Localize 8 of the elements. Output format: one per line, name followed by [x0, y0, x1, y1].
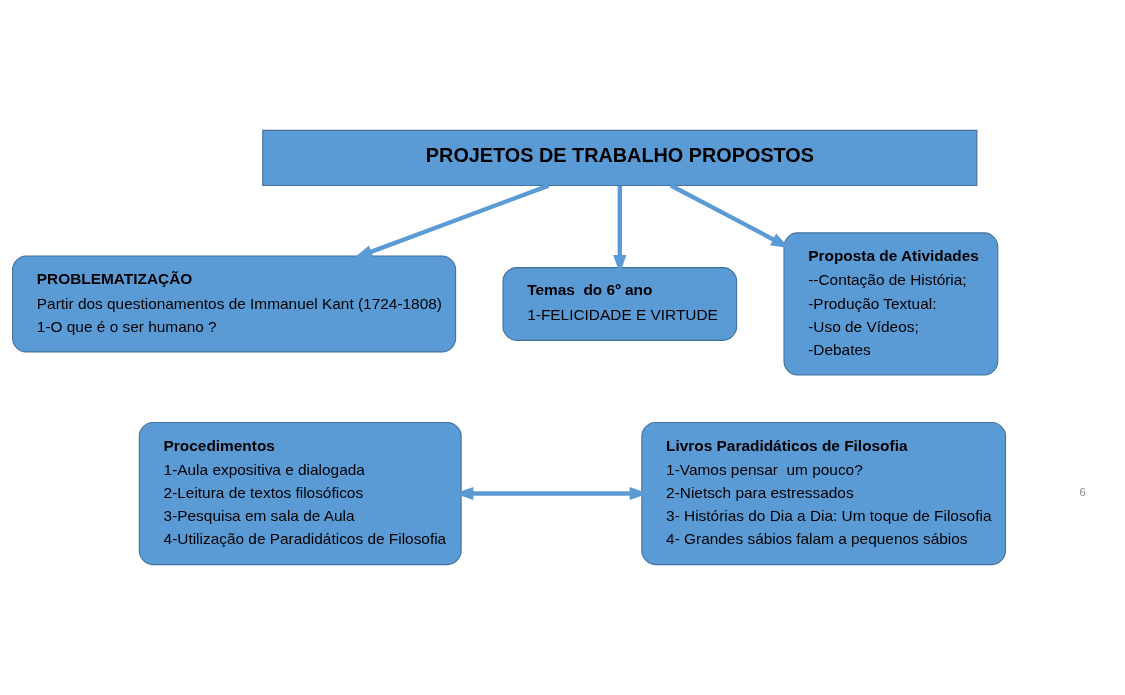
node-box: Procedimentos 1-Aula expositiva e dialogada 2-Leitura de textos filosóficos 3-Pesquisa em sala de Aula 4-Utilização de Paradidáticos de Filosofia [138, 421, 462, 566]
node-box: Proposta de Atividades --Contação de História; -Produção Textual: -Uso de Vídeos; -Debates [783, 232, 999, 376]
arrow [353, 183, 550, 259]
node-box: PROJETOS DE TRABALHO PROPOSTOS [262, 129, 978, 187]
node-box: PROBLEMATIZAÇÃO Partir dos questionamentos de Immanuel Kant (1724-1808) 1-O que é o ser humano ? [12, 255, 457, 353]
node-box: Livros Paradidáticos de Filosofia 1-Vamos pensar um pouco? 2-Nietsch para estressados 3- Histórias do Dia a Dia: Um toque de Filosofia 4- Grandes sábios falam a pequenos sábios [641, 421, 1007, 566]
node-box: Temas do 6º ano 1-FELICIDADE E VIRTUDE [502, 267, 738, 341]
label: 6 [1079, 486, 1086, 499]
